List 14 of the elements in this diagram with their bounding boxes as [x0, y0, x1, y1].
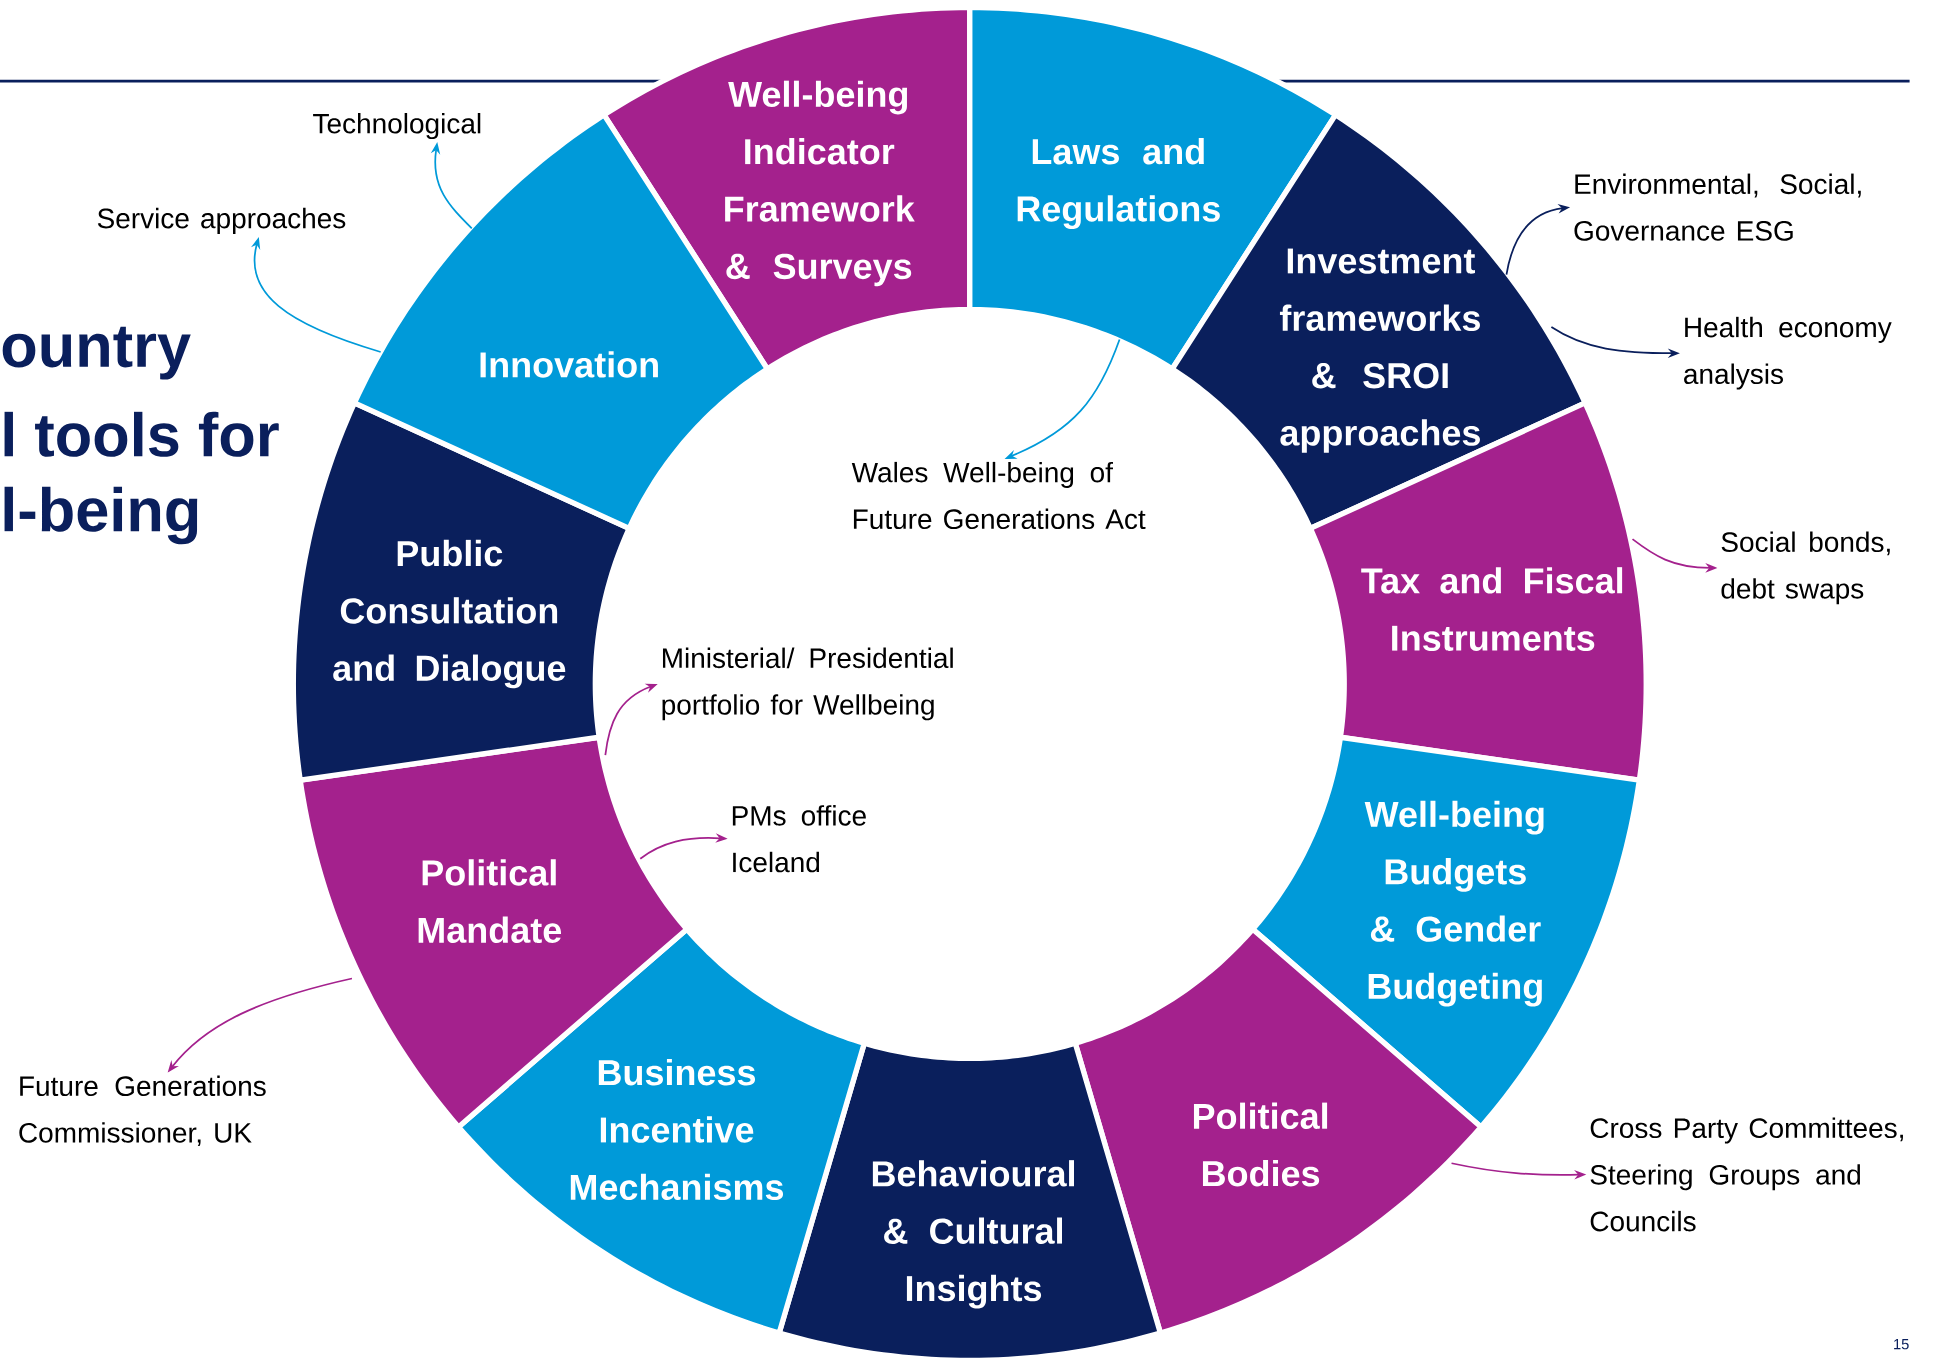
- page-number: 15: [1894, 1338, 1909, 1350]
- annotation-text: Environmental, Social, Governance ESG: [1574, 173, 1861, 241]
- annotation-text: Service approaches: [97, 207, 346, 234]
- annotation-text: Health economy analysis: [1684, 316, 1892, 390]
- annotation-text: Social bonds, debt swaps: [1721, 531, 1890, 605]
- annotation-text: Future Generations Commissioner, UK: [19, 1075, 266, 1146]
- annotation-text: Wales Well-being of Future Generations Act: [851, 461, 1146, 529]
- annotation-text: PMs office Iceland: [732, 804, 866, 873]
- annotation-text: Technological: [313, 112, 481, 139]
- title-text: ountry: [2, 326, 191, 380]
- annotation-text: Ministerial/ Presidential portfolio for Wellbeing: [662, 647, 953, 721]
- title-text: l tools for: [4, 411, 279, 457]
- title-text: l-being: [4, 486, 198, 544]
- annotation-text: Cross Party Committees, Steering Groups and Councils: [1590, 1117, 1903, 1232]
